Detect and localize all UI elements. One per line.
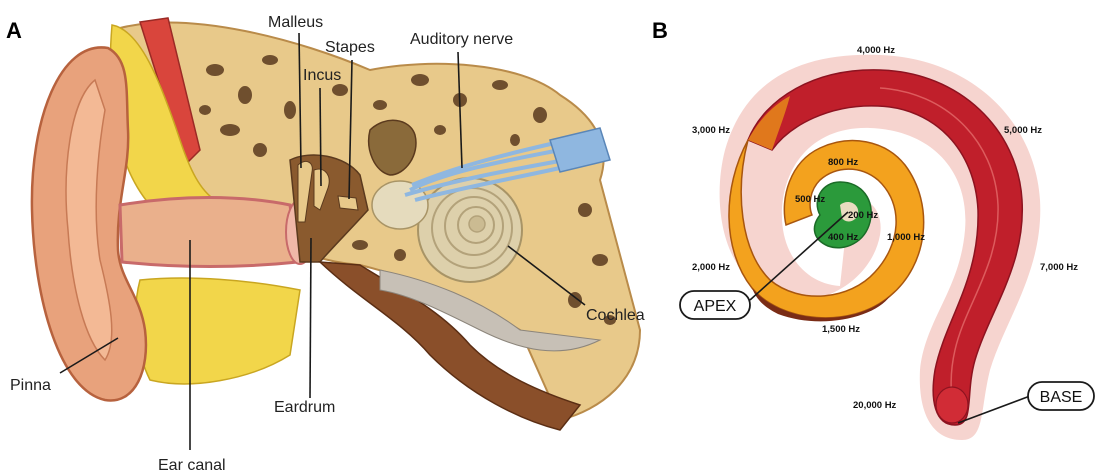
freq-label-4000: 4,000 Hz: [857, 45, 895, 56]
label-ear-canal: Ear canal: [158, 457, 226, 474]
ear-canal: [120, 198, 298, 267]
freq-label-3000: 3,000 Hz: [692, 125, 730, 136]
panel-b-tonotopic-cochlea: B 4,000 Hz 3,000 Hz 5,000 Hz 800 Hz 500 …: [652, 18, 1094, 440]
freq-label-500: 500 Hz: [795, 194, 825, 205]
label-incus: Incus: [303, 67, 341, 84]
freq-label-1500: 1,500 Hz: [822, 324, 860, 335]
freq-label-7000: 7,000 Hz: [1040, 262, 1078, 273]
label-pinna: Pinna: [10, 377, 51, 394]
base-end: [936, 387, 968, 423]
freq-label-1000: 1,000 Hz: [887, 232, 925, 243]
fat-lower: [136, 278, 300, 384]
vestibular-sac: [372, 181, 428, 229]
label-stapes: Stapes: [325, 39, 375, 56]
freq-label-20000: 20,000 Hz: [853, 400, 897, 411]
panel-b-label: B: [652, 18, 668, 43]
apex-callout-label: APEX: [694, 298, 737, 315]
label-malleus: Malleus: [268, 14, 323, 31]
base-callout-label: BASE: [1040, 389, 1083, 406]
label-cochlea: Cochlea: [586, 307, 645, 324]
freq-label-400: 400 Hz: [828, 232, 858, 243]
panel-a-ear-anatomy: A: [6, 14, 645, 474]
freq-label-2000: 2,000 Hz: [692, 262, 730, 273]
freq-label-5000: 5,000 Hz: [1004, 125, 1042, 136]
label-eardrum: Eardrum: [274, 399, 335, 416]
stapes: [338, 196, 358, 210]
label-auditory-nerve: Auditory nerve: [410, 31, 513, 48]
freq-label-200: 200 Hz: [848, 210, 878, 221]
panel-a-label: A: [6, 18, 22, 43]
freq-label-800: 800 Hz: [828, 157, 858, 168]
